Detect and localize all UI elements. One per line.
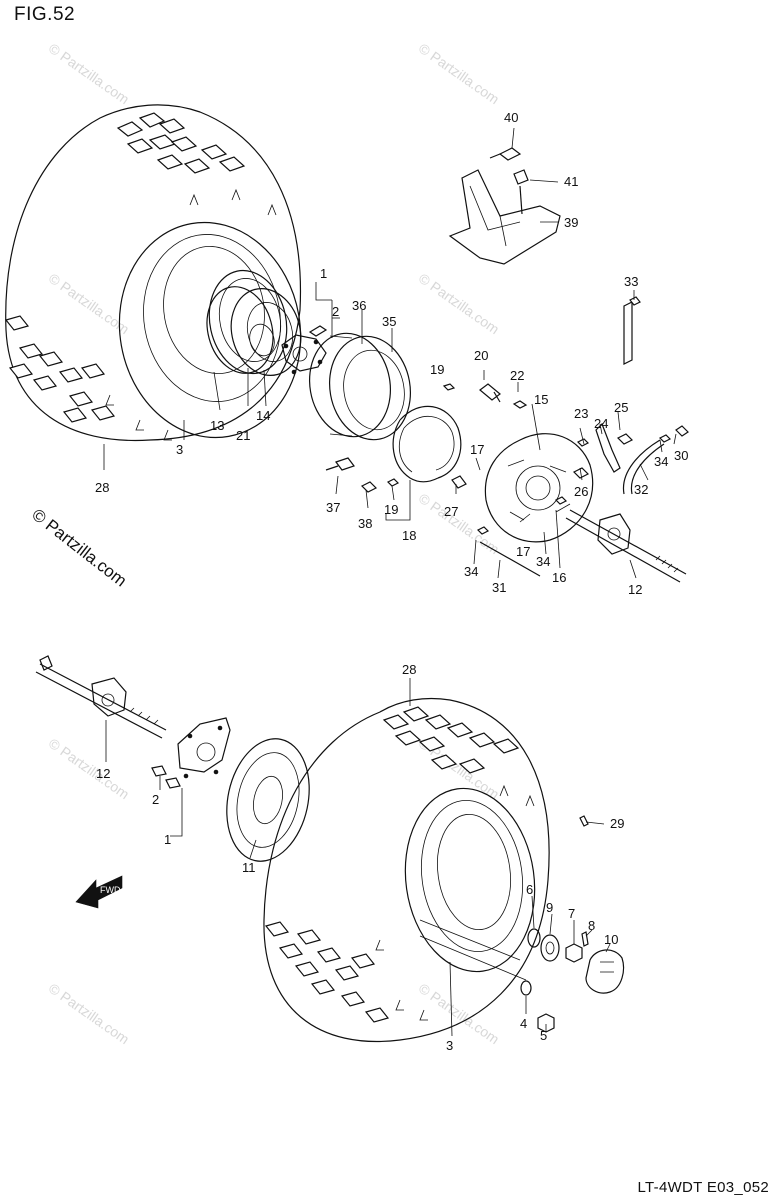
part-label: 12 [628, 582, 642, 597]
part-label: 17 [516, 544, 530, 559]
part-label: 40 [504, 110, 518, 125]
part-label: 6 [526, 882, 533, 897]
part-label: 28 [402, 662, 416, 677]
brake-disc [226, 738, 310, 862]
part-label: 17 [470, 442, 484, 457]
part-label: 2 [152, 792, 159, 807]
part-label: 34 [536, 554, 550, 569]
fwd-label: FWD [100, 885, 121, 895]
part-label: 24 [594, 416, 608, 431]
part-label: 30 [674, 448, 688, 463]
part-label: 5 [540, 1028, 547, 1043]
part-label: 20 [474, 348, 488, 363]
part-label: 19 [384, 502, 398, 517]
brake-drum-housing [308, 332, 412, 441]
part-label: 9 [546, 900, 553, 915]
part-label: 2 [332, 304, 339, 319]
tire-lower [263, 697, 550, 1043]
part-label: 41 [564, 174, 578, 189]
part-label: 31 [492, 580, 506, 595]
part-label: 16 [552, 570, 566, 585]
part-label: 34 [464, 564, 478, 579]
brake-shoes [392, 405, 462, 483]
part-label: 38 [358, 516, 372, 531]
part-label: 8 [588, 918, 595, 933]
part-label: 36 [352, 298, 366, 313]
part-label: 23 [574, 406, 588, 421]
part-label: 19 [430, 362, 444, 377]
part-label: 11 [242, 860, 256, 875]
part-label: 37 [326, 500, 340, 515]
part-label: 21 [236, 428, 250, 443]
bracket-assembly [448, 147, 561, 265]
axle-upper [565, 509, 687, 583]
brake-drum [206, 286, 302, 377]
part-label: 28 [95, 480, 109, 495]
drawing-code: LT-4WDT E03_052 [637, 1179, 769, 1196]
part-labels: 1 2 36 35 3 13 21 14 28 37 38 19 18 19 2… [95, 110, 688, 1053]
part-label: 33 [624, 274, 638, 289]
part-label: 13 [210, 418, 224, 433]
part-label: 3 [446, 1038, 453, 1053]
part-label: 26 [574, 484, 588, 499]
leader-lines-upper [103, 127, 677, 579]
tire-upper [4, 104, 302, 442]
part-label: 18 [402, 528, 416, 543]
part-label: 1 [320, 266, 327, 281]
part-label: 27 [444, 504, 458, 519]
axle-lower [35, 655, 167, 739]
part-label: 15 [534, 392, 548, 407]
part-label: 12 [96, 766, 110, 781]
part-label: 32 [634, 482, 648, 497]
part-label: 1 [164, 832, 171, 847]
part-label: 39 [564, 215, 578, 230]
part-label: 3 [176, 442, 183, 457]
hub-cap-parts [520, 815, 625, 1033]
part-label: 34 [654, 454, 668, 469]
part-label: 29 [610, 816, 624, 831]
hub-upper [281, 325, 328, 375]
part-label: 14 [256, 408, 270, 423]
part-label: 10 [604, 932, 618, 947]
leader-lines-lower [105, 678, 611, 1037]
small-parts-upper [325, 296, 689, 577]
hub-lower [151, 717, 231, 789]
part-label: 25 [614, 400, 628, 415]
part-label: 7 [568, 906, 575, 921]
figure-title: FIG.52 [14, 4, 76, 25]
part-label: 4 [520, 1016, 527, 1031]
fwd-arrow-icon: FWD [75, 875, 123, 909]
part-label: 35 [382, 314, 396, 329]
backing-plate [484, 433, 594, 543]
part-label: 22 [510, 368, 524, 383]
